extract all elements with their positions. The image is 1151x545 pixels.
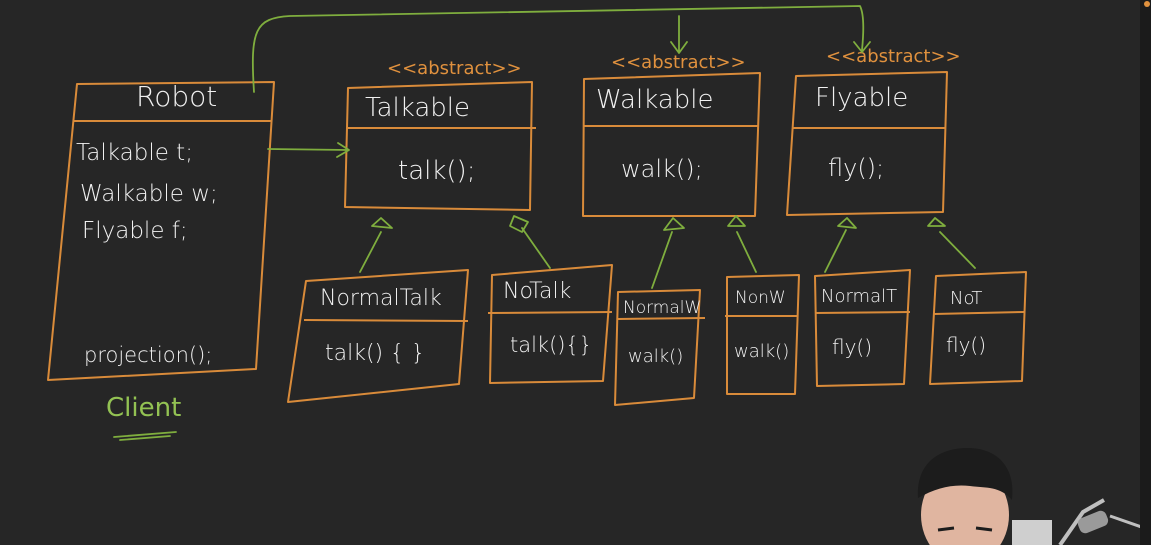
no-talk-name: NoTalk xyxy=(503,279,572,304)
non-walk-name: NonW xyxy=(735,288,786,308)
robot-method-projection: projection(); xyxy=(84,343,212,367)
robot-field-walkable: Walkable w; xyxy=(80,181,218,207)
interface-flyable: <<abstract>> Flyable fly(); xyxy=(786,46,961,216)
client-underline xyxy=(113,431,177,441)
client-caption: Client xyxy=(106,393,181,423)
normal-talk-name: NormalTalk xyxy=(320,286,442,311)
walkable-stereotype: <<abstract>> xyxy=(611,52,746,73)
non-walk-method: walk() xyxy=(734,341,789,362)
no-fly-name: NoT xyxy=(950,288,982,309)
talkable-method: talk(); xyxy=(398,156,475,186)
normal-talk-method: talk() { } xyxy=(325,341,425,366)
screen-edge-strip xyxy=(1140,0,1151,545)
normal-walk-name: NormalW xyxy=(623,298,701,318)
no-fly-method: fly() xyxy=(946,333,986,357)
talkable-stereotype: <<abstract>> xyxy=(387,58,522,79)
impl-normal-fly: NormalT fly() xyxy=(814,269,911,387)
impl-non-walk: NonW walk() xyxy=(725,274,800,395)
presenter-webcam-figure xyxy=(917,448,1052,545)
interface-talkable: <<abstract>> Talkable talk(); xyxy=(344,58,536,211)
normal-fly-name: NormalT xyxy=(821,286,897,307)
interface-walkable: <<abstract>> Walkable walk(); xyxy=(582,52,761,217)
normal-walk-method: walk() xyxy=(628,346,683,367)
flyable-name: Flyable xyxy=(815,83,908,113)
normal-fly-method: fly() xyxy=(832,335,872,359)
impl-no-fly: NoT fly() xyxy=(929,271,1027,385)
robot-to-talkable-arrow xyxy=(267,142,350,158)
flyable-method: fly(); xyxy=(828,154,884,182)
microphone-stand xyxy=(1058,498,1151,545)
impl-normal-walk: NormalW walk() xyxy=(614,289,706,406)
impl-no-talk: NoTalk talk(){} xyxy=(487,264,613,384)
inheritance-arrows xyxy=(359,215,976,289)
walkable-name: Walkable xyxy=(596,85,713,115)
robot-to-walkable-flyable-wire xyxy=(251,5,871,93)
talkable-name: Talkable xyxy=(365,93,470,123)
robot-class-title: Robot xyxy=(136,80,217,113)
flyable-stereotype: <<abstract>> xyxy=(826,46,961,67)
corner-dot xyxy=(1144,1,1150,7)
robot-field-talkable: Talkable t; xyxy=(76,140,193,166)
robot-class: Robot Talkable t; Walkable w; Flyable f;… xyxy=(47,80,275,381)
robot-field-flyable: Flyable f; xyxy=(82,218,188,244)
walkable-method: walk(); xyxy=(621,155,703,183)
no-talk-method: talk(){} xyxy=(510,333,592,357)
impl-normal-talk: NormalTalk talk() { } xyxy=(287,269,469,403)
